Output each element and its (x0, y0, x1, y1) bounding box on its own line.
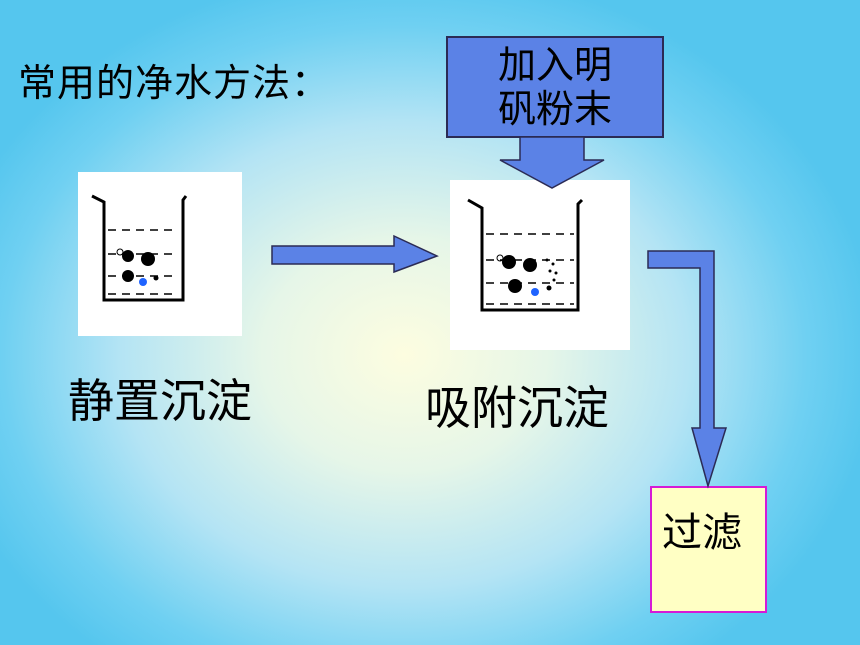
arrow-down-icon (499, 136, 605, 189)
adsorption-beaker-image (450, 180, 630, 350)
add-alum-text: 加入明 矾粉末 (475, 43, 635, 131)
settling-label: 静置沉淀 (68, 374, 252, 428)
beaker-icon (91, 194, 188, 302)
add-alum-box: 加入明 矾粉末 (446, 36, 664, 138)
beaker-icon (467, 198, 584, 312)
settling-beaker-image (78, 172, 242, 336)
add-alum-line2: 矾粉末 (497, 87, 612, 131)
adsorption-label: 吸附沉淀 (425, 381, 609, 435)
filtration-label: 过滤 (662, 510, 742, 556)
add-alum-line1: 加入明 (497, 43, 612, 87)
filtration-box: 过滤 (650, 486, 767, 613)
elbow-arrow-icon (647, 250, 728, 489)
slide-title: 常用的净水方法： (18, 61, 331, 105)
arrow-right-icon (271, 234, 439, 274)
